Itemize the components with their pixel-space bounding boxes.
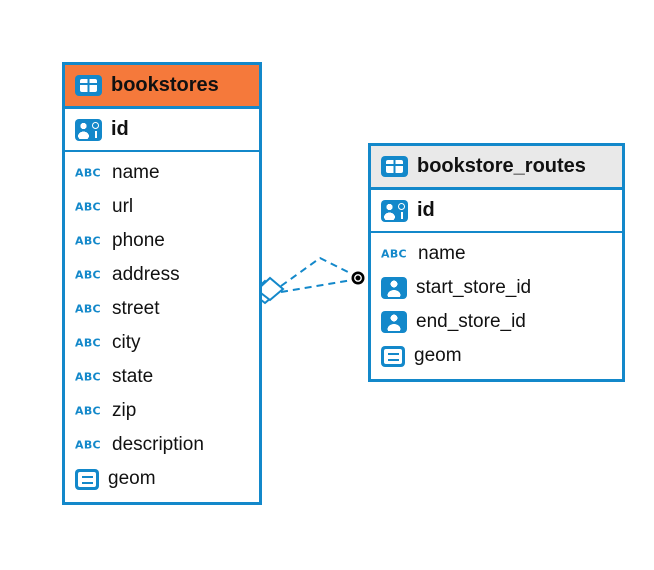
table-name: bookstores (111, 74, 219, 96)
person-icon (381, 277, 407, 299)
field-name: name (112, 162, 160, 183)
field-list: name start_store_id end_store_id geom (371, 233, 622, 379)
abc-icon (75, 370, 103, 384)
field-row[interactable]: geom (371, 339, 622, 373)
table-icon (381, 156, 408, 177)
field-name: end_store_id (416, 311, 526, 332)
field-name: name (418, 243, 466, 264)
field-row[interactable]: state (65, 360, 259, 394)
abc-icon (381, 247, 409, 261)
field-name: city (112, 332, 141, 353)
primary-key-row[interactable]: id (65, 109, 259, 152)
field-row[interactable]: phone (65, 224, 259, 258)
field-row[interactable]: city (65, 326, 259, 360)
table-bookstores: bookstores id name url phone address (62, 62, 262, 505)
field-name: id (417, 199, 435, 221)
field-list: name url phone address street city (65, 152, 259, 502)
primary-key-row[interactable]: id (371, 190, 622, 233)
field-row[interactable]: url (65, 190, 259, 224)
table-icon (75, 75, 102, 96)
abc-icon (75, 200, 103, 214)
field-name: start_store_id (416, 277, 532, 298)
circle-marker[interactable] (351, 271, 365, 285)
table-bookstore-routes: bookstore_routes id name start_store_id … (368, 143, 625, 382)
field-row[interactable]: name (371, 237, 622, 271)
field-row[interactable]: zip (65, 394, 259, 428)
relationship-line[interactable] (280, 279, 353, 293)
abc-icon (75, 268, 103, 282)
abc-icon (75, 438, 103, 452)
field-name: geom (414, 345, 462, 366)
field-name: description (112, 434, 204, 455)
field-row[interactable]: street (65, 292, 259, 326)
table-header-bookstores[interactable]: bookstores (65, 65, 259, 109)
geometry-icon (75, 468, 99, 490)
person-key-icon (75, 118, 102, 141)
field-name: address (112, 264, 180, 285)
table-header-bookstore-routes[interactable]: bookstore_routes (371, 146, 622, 190)
field-name: state (112, 366, 154, 387)
field-row[interactable]: start_store_id (371, 271, 622, 305)
field-name: url (112, 196, 134, 217)
field-name: zip (112, 400, 137, 421)
table-name: bookstore_routes (417, 155, 586, 177)
field-name: phone (112, 230, 165, 251)
abc-icon (75, 166, 103, 180)
relationship-line[interactable] (280, 256, 353, 287)
geometry-icon (381, 345, 405, 367)
person-key-icon (381, 199, 408, 222)
person-icon (381, 311, 407, 333)
field-row[interactable]: description (65, 428, 259, 462)
abc-icon (75, 336, 103, 350)
field-row[interactable]: address (65, 258, 259, 292)
abc-icon (75, 302, 103, 316)
field-name: geom (108, 468, 156, 489)
field-name: id (111, 118, 129, 140)
field-row[interactable]: geom (65, 462, 259, 496)
field-name: street (112, 298, 160, 319)
abc-icon (75, 234, 103, 248)
field-row[interactable]: end_store_id (371, 305, 622, 339)
abc-icon (75, 404, 103, 418)
field-row[interactable]: name (65, 156, 259, 190)
